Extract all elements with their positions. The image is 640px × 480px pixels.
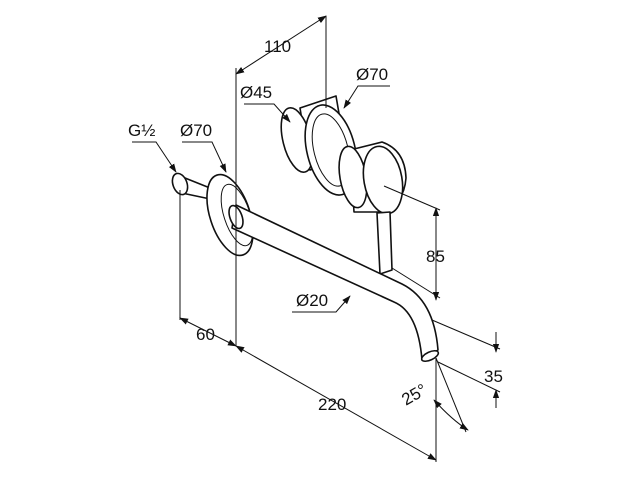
label-25: 25°	[398, 380, 430, 409]
label-d70-handle: Ø70	[356, 65, 388, 84]
mixer-handle-assembly	[280, 95, 407, 275]
label-35: 35	[484, 367, 503, 386]
label-60: 60	[196, 325, 215, 344]
label-d70-spout: Ø70	[180, 121, 212, 140]
dimension-lines	[132, 15, 500, 461]
leader-g12	[132, 141, 177, 173]
dim-110-line	[235, 15, 327, 75]
dimension-labels: 110 Ø45 Ø70 G½ Ø70 85 Ø20 60 35 220 25°	[128, 37, 503, 414]
dim-25-arc	[433, 399, 469, 431]
label-110: 110	[264, 37, 291, 56]
label-g12: G½	[128, 121, 155, 140]
dim-220-line	[235, 345, 437, 461]
leader-d45	[244, 103, 291, 123]
label-d45: Ø45	[240, 83, 272, 102]
spout-assembly	[171, 172, 440, 363]
leader-d70-handle	[343, 85, 390, 109]
label-d20: Ø20	[296, 291, 328, 310]
dim-60-line	[179, 317, 237, 347]
leader-d20	[292, 295, 351, 313]
label-85: 85	[426, 247, 445, 266]
leader-d70-spout	[182, 141, 227, 173]
label-220: 220	[318, 395, 346, 414]
